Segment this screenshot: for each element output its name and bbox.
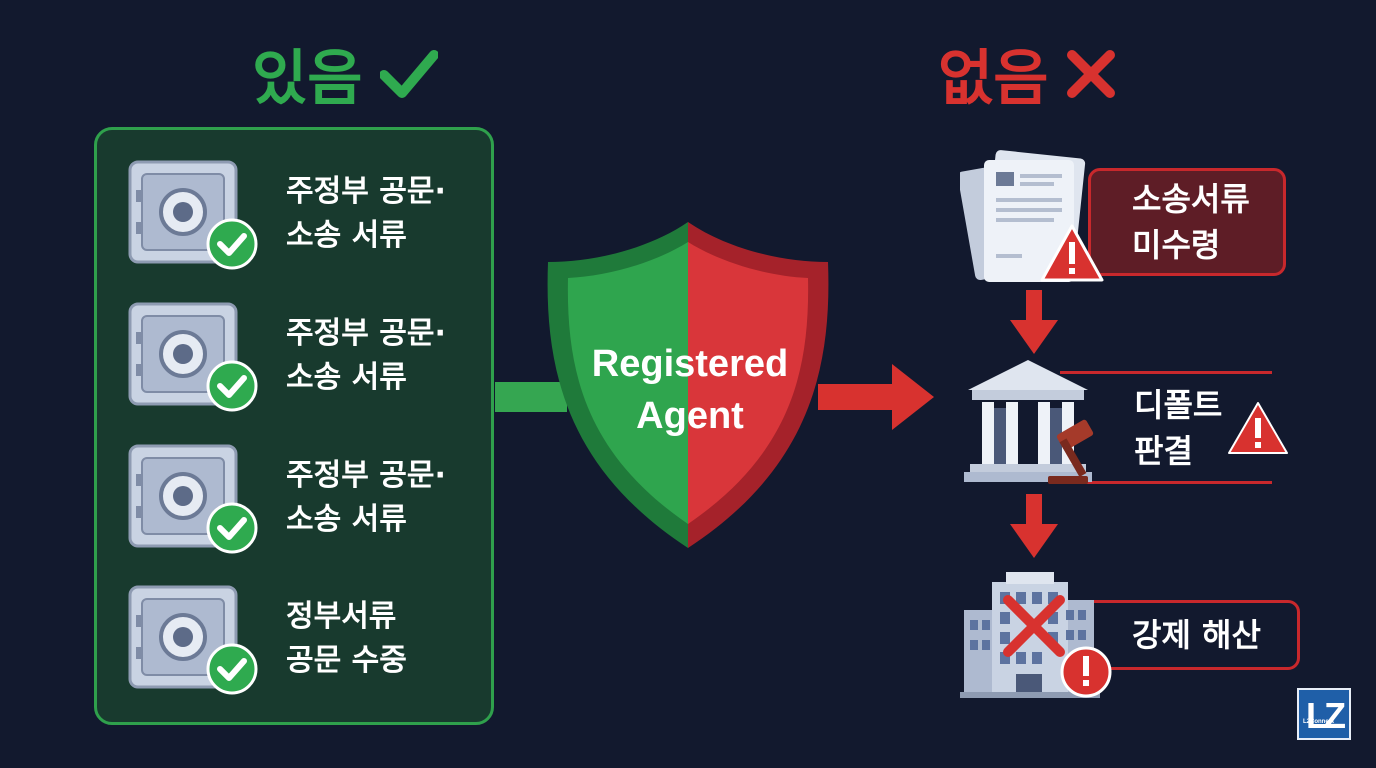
item-label: 주정부 공문· 소송 서류 xyxy=(286,458,446,537)
item-label: 주정부 공문· 소송 서류 xyxy=(286,174,446,253)
list-item: 주정부 공문· 소송 서류 xyxy=(128,444,488,556)
step-label: 소송서류 미수령 xyxy=(1132,180,1250,264)
item-label: 정부서류 공문 수중 xyxy=(286,599,407,678)
safe-check-icon xyxy=(128,160,258,270)
logo-subtext: L2Connect xyxy=(1303,719,1335,725)
list-item: 주정부 공문· 소송 서류 xyxy=(128,160,488,272)
safe-check-icon xyxy=(128,444,258,554)
documents-warning-icon xyxy=(960,150,1104,282)
divider-line xyxy=(1060,371,1272,374)
safe-check-icon xyxy=(128,302,258,412)
list-item: 주정부 공문· 소송 서류 xyxy=(128,302,488,414)
warning-icon xyxy=(1228,402,1288,454)
red-arrow-down-icon xyxy=(1010,290,1058,354)
check-icon xyxy=(380,49,439,98)
safe-check-icon xyxy=(128,585,258,695)
divider-line xyxy=(1060,481,1272,484)
step-label: 강제 해산 xyxy=(1132,616,1261,654)
step-label: 디폴트 판결 xyxy=(1134,386,1223,470)
green-connector xyxy=(495,382,567,412)
logo-text: LZ xyxy=(1306,695,1346,736)
shield-label: Registered Agent xyxy=(591,343,789,437)
has-heading-text: 있음 xyxy=(252,44,363,114)
step-box xyxy=(1088,168,1286,276)
list-item: 정부서류 공문 수중 xyxy=(128,585,488,697)
x-icon xyxy=(1067,49,1116,98)
has-heading: 있음 xyxy=(252,30,439,117)
item-label: 주정부 공문· 소송 서류 xyxy=(286,316,446,395)
building-crossed-icon xyxy=(960,572,1112,698)
none-heading: 없음 xyxy=(938,30,1116,117)
brand-logo: LZ L2Connect xyxy=(1297,688,1351,740)
red-arrow-down-icon xyxy=(1010,494,1058,558)
shield-icon xyxy=(547,222,829,548)
courthouse-gavel-icon xyxy=(964,360,1094,484)
none-heading-text: 없음 xyxy=(938,44,1049,114)
red-arrow-right-icon xyxy=(818,364,934,430)
